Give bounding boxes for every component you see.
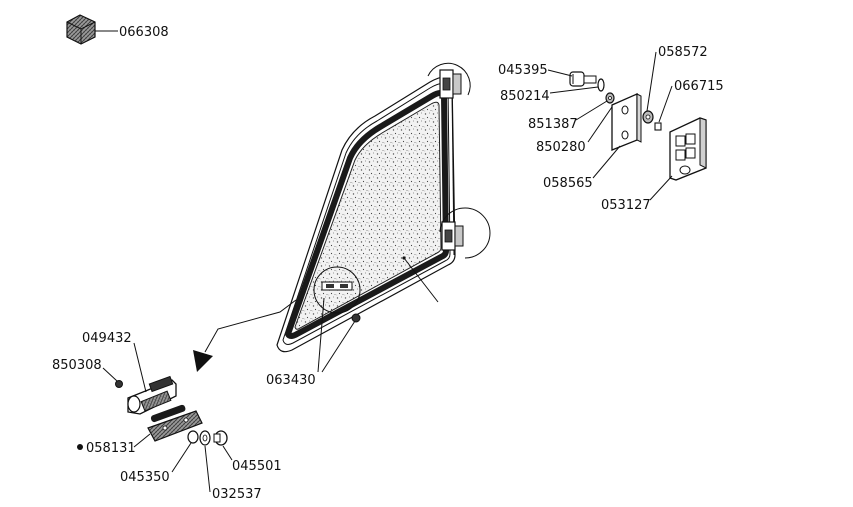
leader-066715	[658, 85, 673, 123]
screw-063430	[351, 313, 361, 323]
callout-045350: 045350	[120, 470, 170, 485]
explode-arrow	[193, 299, 297, 372]
leader-063430-b	[321, 320, 356, 373]
window-glass	[294, 101, 442, 330]
washer-045350	[187, 430, 199, 444]
leader-850214	[549, 86, 599, 94]
gasket-strip	[150, 404, 186, 423]
leader-063430-a	[317, 297, 325, 373]
callout-053127: 053127	[601, 198, 651, 213]
washer-032537	[199, 430, 211, 446]
leader-049432	[133, 342, 147, 393]
callout-049432: 049432	[82, 331, 132, 346]
knob-045501	[213, 430, 228, 446]
washer-850214	[597, 78, 605, 92]
leader-851387	[575, 100, 608, 121]
plate-058565	[611, 93, 642, 151]
leader-058572	[646, 51, 657, 112]
callout-850308: 850308	[52, 358, 102, 373]
callout-850280: 850280	[536, 140, 586, 155]
latch-body-049432	[127, 375, 177, 415]
callout-058572: 058572	[658, 45, 708, 60]
leader-045501	[222, 445, 233, 461]
hinge-bracket-053127	[669, 117, 707, 181]
leader-053127	[649, 175, 673, 201]
bullet-058131	[77, 444, 83, 450]
quarter-window	[276, 76, 456, 353]
callout-850214: 850214	[500, 89, 550, 104]
latch-detail	[313, 266, 361, 314]
leader-045395	[547, 69, 573, 77]
cap-066715	[654, 122, 662, 131]
latch-plate-058131	[147, 410, 203, 442]
seal-block-part	[66, 14, 96, 45]
bolt-045395	[569, 71, 597, 87]
callout-045501: 045501	[232, 459, 282, 474]
nut-058572	[642, 110, 654, 124]
callout-063430: 063430	[266, 373, 316, 388]
callout-066715: 066715	[674, 79, 724, 94]
callout-066308: 066308	[119, 25, 169, 40]
lower-hinge-detail	[439, 207, 491, 259]
callout-058565: 058565	[543, 176, 593, 191]
leader-032537	[204, 445, 211, 493]
callout-851387: 851387	[528, 117, 578, 132]
callout-032537: 032537	[212, 487, 262, 502]
callout-045395: 045395	[498, 63, 548, 78]
glass-leader	[403, 257, 439, 303]
leader-850280	[587, 103, 615, 143]
callout-058131: 058131	[86, 441, 136, 456]
leader-045350	[171, 442, 192, 473]
leader-058131	[133, 433, 151, 448]
upper-hinge-detail	[427, 62, 471, 99]
leader-850308	[102, 367, 118, 382]
washer-851387	[605, 92, 615, 104]
leader-058565	[592, 145, 621, 179]
screw-850308	[115, 380, 123, 388]
